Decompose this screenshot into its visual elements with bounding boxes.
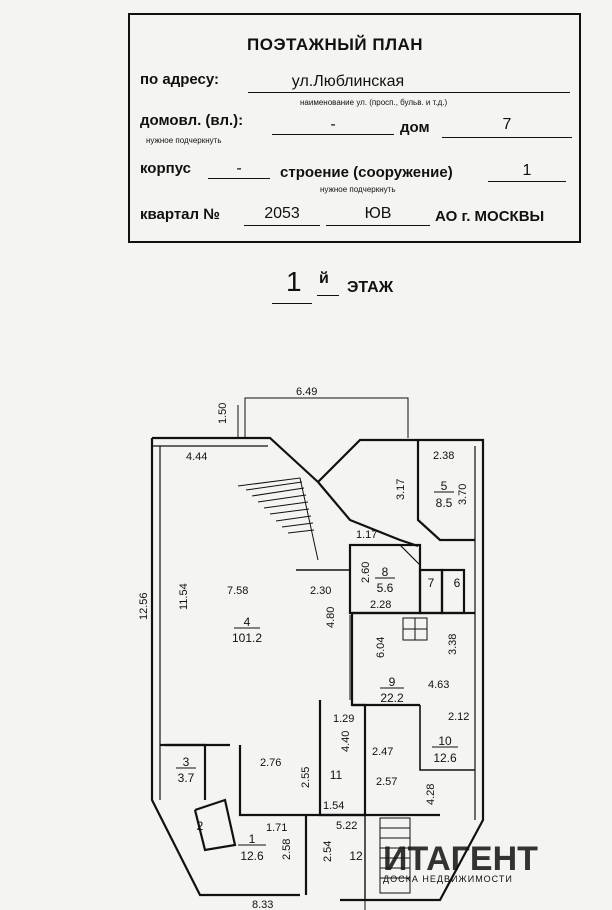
okrug-value: ЮВ [364,205,392,222]
dim-1-54: 1.54 [323,800,344,812]
dim-1-17: 1.17 [356,529,377,541]
room-8-number: 8 [382,565,389,579]
staircase-top [237,477,319,561]
dim-2-58: 2.58 [281,839,293,860]
dim-2-47: 2.47 [372,746,393,758]
stroenie-hint: нужное подчеркнуть [320,185,396,194]
domovl-label: домовл. (вл.): [140,112,244,129]
domovl-value: - [330,116,336,133]
watermark: ИТАГЕНТ ДОСКА НЕДВИЖИМОСТИ [383,840,538,884]
room-4-number: 4 [244,615,251,629]
room-3-number: 3 [183,755,190,769]
dim-6-49: 6.49 [296,386,317,398]
room-4-area: 101.2 [232,631,262,645]
room-2-number: 2 [197,819,204,833]
address-label: по адресу: [140,71,220,88]
walls [150,436,485,902]
dim-2-54: 2.54 [322,841,334,862]
korpus-value: - [236,160,242,177]
room-9-area: 22.2 [380,691,404,705]
floor-label: ЭТАЖ [347,279,394,296]
dim-5-22: 5.22 [336,820,357,832]
dim-2-12: 2.12 [448,711,469,723]
outer-wall-top-left [152,436,319,483]
dim-4-28: 4.28 [425,784,437,805]
room-3-area: 3.7 [178,771,195,785]
dim-7-58: 7.58 [227,585,248,597]
dim-4-63: 4.63 [428,679,449,691]
room-1-area: 12.6 [240,849,264,863]
dimension-lines [237,397,409,910]
staircase-bottom [379,817,411,894]
korpus-label: корпус [140,160,192,177]
dim-3-38: 3.38 [447,634,459,655]
dim-1-50: 1.50 [217,403,229,424]
page-title: ПОЭТАЖНЫЙ ПЛАН [247,35,424,54]
dom-label: дом [400,119,430,136]
room-10-number: 10 [438,734,452,748]
room-11-number: 11 [330,768,343,782]
outer-wall-right [317,438,485,902]
dom-value: 7 [502,116,512,133]
dim-8-33: 8.33 [252,899,273,910]
kvartal-value: 2053 [264,205,300,222]
dim-2-60: 2.60 [360,562,372,583]
dim-4-40: 4.40 [340,731,352,752]
room-1-number: 1 [249,832,256,846]
room-10-area: 12.6 [433,751,457,765]
address-hint: наименование ул. (просп., бульв. и т.д.) [300,98,448,107]
domovl-hint: нужное подчеркнуть [146,136,222,145]
stroenie-label: строение (сооружение) [280,164,453,181]
dim-2-38: 2.38 [433,450,454,462]
room-12-number: 12 [349,849,363,863]
dim-2-30: 2.30 [310,585,331,597]
dim-3-70: 3.70 [457,484,469,505]
room-labels: 4 101.2 5 8.5 8 5.6 7 6 9 22.2 10 12.6 3… [176,479,461,863]
city-label: АО г. МОСКВЫ [435,208,545,225]
dim-4-44: 4.44 [186,451,207,463]
dim-2-55: 2.55 [300,767,312,788]
room-5-number: 5 [441,479,448,493]
stroenie-value: 1 [522,162,532,179]
kvartal-label: квартал № [140,206,220,223]
dimension-labels: 6.49 1.50 4.44 3.17 2.38 3.70 1.17 12.56… [138,386,469,910]
grid-symbol [402,617,428,641]
address-value: ул.Люблинская [291,73,405,90]
room-7-number: 7 [428,576,435,590]
dim-2-76: 2.76 [260,757,281,769]
dim-11-54: 11.54 [178,583,190,610]
room-8-area: 5.6 [377,581,394,595]
room-9-number: 9 [389,675,396,689]
room-5-area: 8.5 [436,496,453,510]
dim-12-56: 12.56 [138,592,150,620]
floor-number: 1 [286,266,302,297]
outer-wall-left [150,438,300,897]
header-form: ПОЭТАЖНЫЙ ПЛАН по адресу: ул.Люблинская … [128,13,581,243]
watermark-subtitle: ДОСКА НЕДВИЖИМОСТИ [383,874,513,884]
dim-6-04: 6.04 [375,637,387,658]
dim-2-28: 2.28 [370,599,391,611]
room-6-number: 6 [454,576,461,590]
dim-2-57: 2.57 [376,776,397,788]
watermark-brand: ИТАГЕНТ [383,840,538,878]
dim-3-17: 3.17 [395,479,407,500]
dim-1-71: 1.71 [266,822,287,834]
dim-4-80: 4.80 [325,607,337,628]
floor-suffix: й [319,270,329,287]
dim-1-29: 1.29 [333,713,354,725]
